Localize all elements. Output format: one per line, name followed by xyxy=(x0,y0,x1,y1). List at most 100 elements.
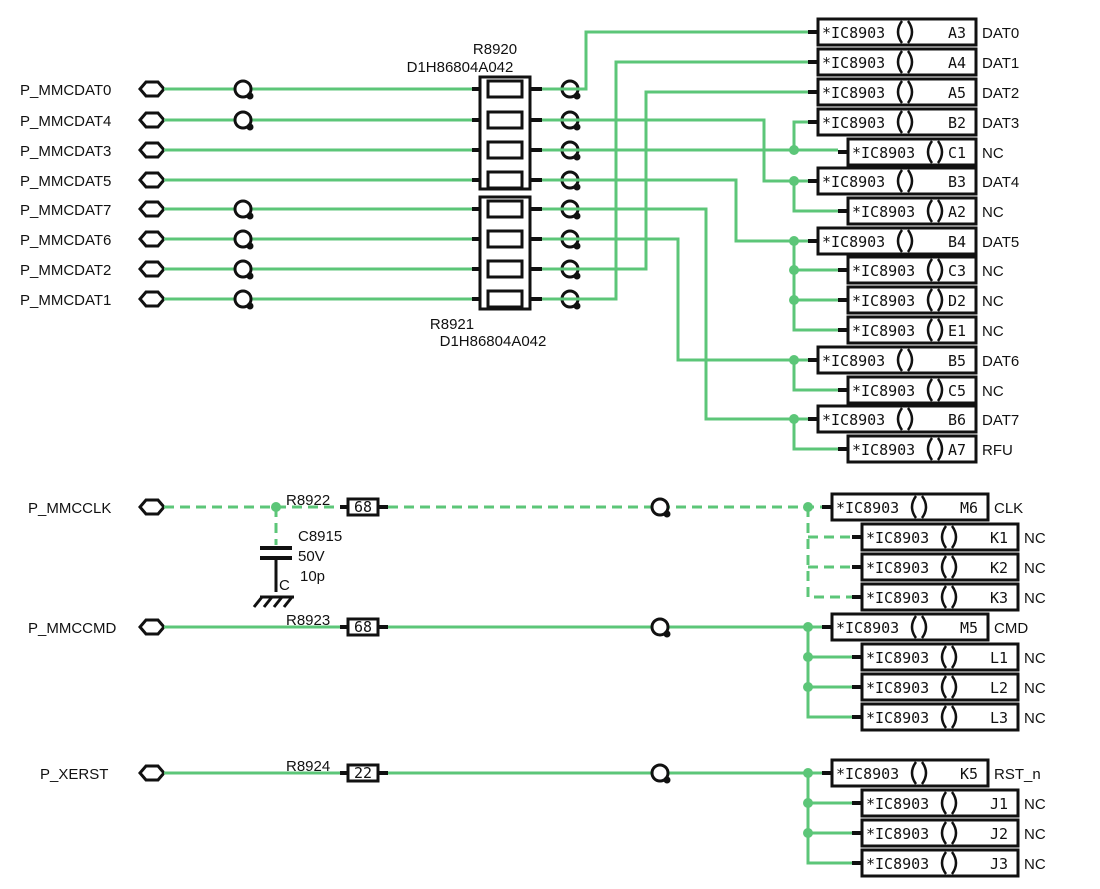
ic-pin-k5-signal: RST_n xyxy=(994,766,1041,783)
resistor-element xyxy=(486,170,524,190)
wire-dat7 xyxy=(542,207,808,421)
ic-pin-b5-ic-label: *IC8903 xyxy=(822,352,885,370)
testpoint-left xyxy=(233,79,254,100)
ic-pin-b3-pin: B3 xyxy=(948,173,966,191)
ic-pin-a7-ic-label: *IC8903 xyxy=(852,441,915,459)
ic-pin-l2-ic-marker xyxy=(940,675,958,699)
ic-pin-c5-pin: C5 xyxy=(948,382,966,400)
ic-pin-a3-ic-label: *IC8903 xyxy=(822,24,885,42)
ic-pin-c3-ic-marker xyxy=(926,258,944,282)
ic-pin-k2-ic-label: *IC8903 xyxy=(866,559,929,577)
ic-pin-a7-ic-marker xyxy=(926,437,944,461)
capacitor-type: C xyxy=(279,577,290,594)
ic-pin-a2-pin: A2 xyxy=(948,203,966,221)
ic-pin-m6-pin: M6 xyxy=(960,499,978,517)
resistor-r8922-value: 68 xyxy=(354,498,372,516)
ic-pin-c5-box xyxy=(846,375,978,405)
ic-pin-l3-pin: L3 xyxy=(990,709,1008,727)
junction-dot xyxy=(789,355,799,365)
wire-dat6-nc xyxy=(792,360,838,392)
ic-pin-b6-pin: B6 xyxy=(948,411,966,429)
net-label-p_mmcdat3: P_MMCDAT3 xyxy=(20,143,111,160)
wire-dat7-nc xyxy=(792,419,838,451)
r8921-ref: R8921 xyxy=(430,316,474,333)
ic-pin-c1-ic-label: *IC8903 xyxy=(852,144,915,162)
port-p_mmcdat5 xyxy=(138,171,166,189)
ic-pin-j1-pin: J1 xyxy=(990,795,1008,813)
wire-dat3 xyxy=(542,120,808,152)
ic-pin-c5-ic-marker xyxy=(926,378,944,402)
capacitor-value: 10p xyxy=(300,568,325,585)
resistor-element xyxy=(486,199,524,219)
testpoint-left xyxy=(233,289,254,310)
resistor-r8923-ref: R8923 xyxy=(286,612,330,629)
ic-pin-b4-ic-marker xyxy=(896,229,914,253)
ic-pin-a2-ic-label: *IC8903 xyxy=(852,203,915,221)
wire-dat4-nc xyxy=(792,181,838,213)
net-label-p_mmcdat6: P_MMCDAT6 xyxy=(20,232,111,249)
resistor-element xyxy=(486,229,524,249)
junction-dot xyxy=(803,682,813,692)
ic-pin-m5-ic-marker xyxy=(910,615,928,639)
ic-pin-l2-box xyxy=(860,672,1020,702)
ic-pin-c3-ic-label: *IC8903 xyxy=(852,262,915,280)
ic-pin-l3-signal: NC xyxy=(1024,710,1046,727)
ic-pin-l1-signal: NC xyxy=(1024,650,1046,667)
ic-pin-d2-signal: NC xyxy=(982,293,1004,310)
ic-pin-m6-signal: CLK xyxy=(994,500,1023,517)
junction-dot xyxy=(803,798,813,808)
junction-dot xyxy=(789,295,799,305)
net-label-p_mmcdat4: P_MMCDAT4 xyxy=(20,113,111,130)
ic-pin-a3-ic-marker xyxy=(896,20,914,44)
net-label-p_mmcdat2: P_MMCDAT2 xyxy=(20,262,111,279)
ic-pin-a2-signal: NC xyxy=(982,204,1004,221)
ic-pin-b2-ic-label: *IC8903 xyxy=(822,114,885,132)
ic-pin-k3-ic-label: *IC8903 xyxy=(866,589,929,607)
ic-pin-b2-ic-marker xyxy=(896,110,914,134)
ic-pin-m6-ic-label: *IC8903 xyxy=(836,499,899,517)
ic-pin-c1-pin: C1 xyxy=(948,144,966,162)
ic-pin-a7-signal: RFU xyxy=(982,442,1013,459)
ic-pin-b6-ic-label: *IC8903 xyxy=(822,411,885,429)
ic-pin-a5-ic-marker xyxy=(896,80,914,104)
ic-pin-k5-box xyxy=(830,758,990,788)
net-label-p_mmcdat1: P_MMCDAT1 xyxy=(20,292,111,309)
ic-pin-j3-ic-marker xyxy=(940,851,958,875)
resistor-element xyxy=(486,110,524,130)
ic-pin-d2-pin: D2 xyxy=(948,292,966,310)
ic-pin-b3-box xyxy=(816,166,978,196)
wire-dat6 xyxy=(542,237,808,362)
port-p_mmcdat1 xyxy=(138,290,166,308)
ic-pin-e1-ic-label: *IC8903 xyxy=(852,322,915,340)
ic-pin-j3-signal: NC xyxy=(1024,856,1046,873)
ic-pin-k1-box xyxy=(860,522,1020,552)
ic-pin-k2-ic-marker xyxy=(940,555,958,579)
ic-pin-l2-signal: NC xyxy=(1024,680,1046,697)
ic-pin-j1-box xyxy=(860,788,1020,818)
ic-pin-k3-signal: NC xyxy=(1024,590,1046,607)
ic-pin-l1-ic-marker xyxy=(940,645,958,669)
port-p_mmcdat3 xyxy=(138,141,166,159)
ic-pin-k2-box xyxy=(860,552,1020,582)
net-label-p_mmcdat5: P_MMCDAT5 xyxy=(20,173,111,190)
ic-pin-k5-pin: K5 xyxy=(960,765,978,783)
resistor-r8924-ref: R8924 xyxy=(286,758,330,775)
resistor-r8923-value: 68 xyxy=(354,618,372,636)
port-p_mmcdat6 xyxy=(138,230,166,248)
resistor-r8922-ref: R8922 xyxy=(286,492,330,509)
ic-pin-k1-ic-label: *IC8903 xyxy=(866,529,929,547)
ic-pin-c5-ic-label: *IC8903 xyxy=(852,382,915,400)
net-label-p_xerst: P_XERST xyxy=(40,766,108,783)
ic-pin-m5-box xyxy=(830,612,990,642)
testpoint-left xyxy=(233,229,254,250)
ic-pin-b5-ic-marker xyxy=(896,348,914,372)
ic-pin-c1-box xyxy=(846,137,978,167)
ic-pin-l1-box xyxy=(860,642,1020,672)
ic-pin-a3-signal: DAT0 xyxy=(982,25,1019,42)
net-label-p_mmcdat0: P_MMCDAT0 xyxy=(20,82,111,99)
ic-pin-e1-signal: NC xyxy=(982,323,1004,340)
ic-pin-k3-ic-marker xyxy=(940,585,958,609)
capacitor-voltage: 50V xyxy=(298,548,325,565)
ic-pin-b4-ic-label: *IC8903 xyxy=(822,233,885,251)
ic-pin-b3-signal: DAT4 xyxy=(982,174,1019,191)
